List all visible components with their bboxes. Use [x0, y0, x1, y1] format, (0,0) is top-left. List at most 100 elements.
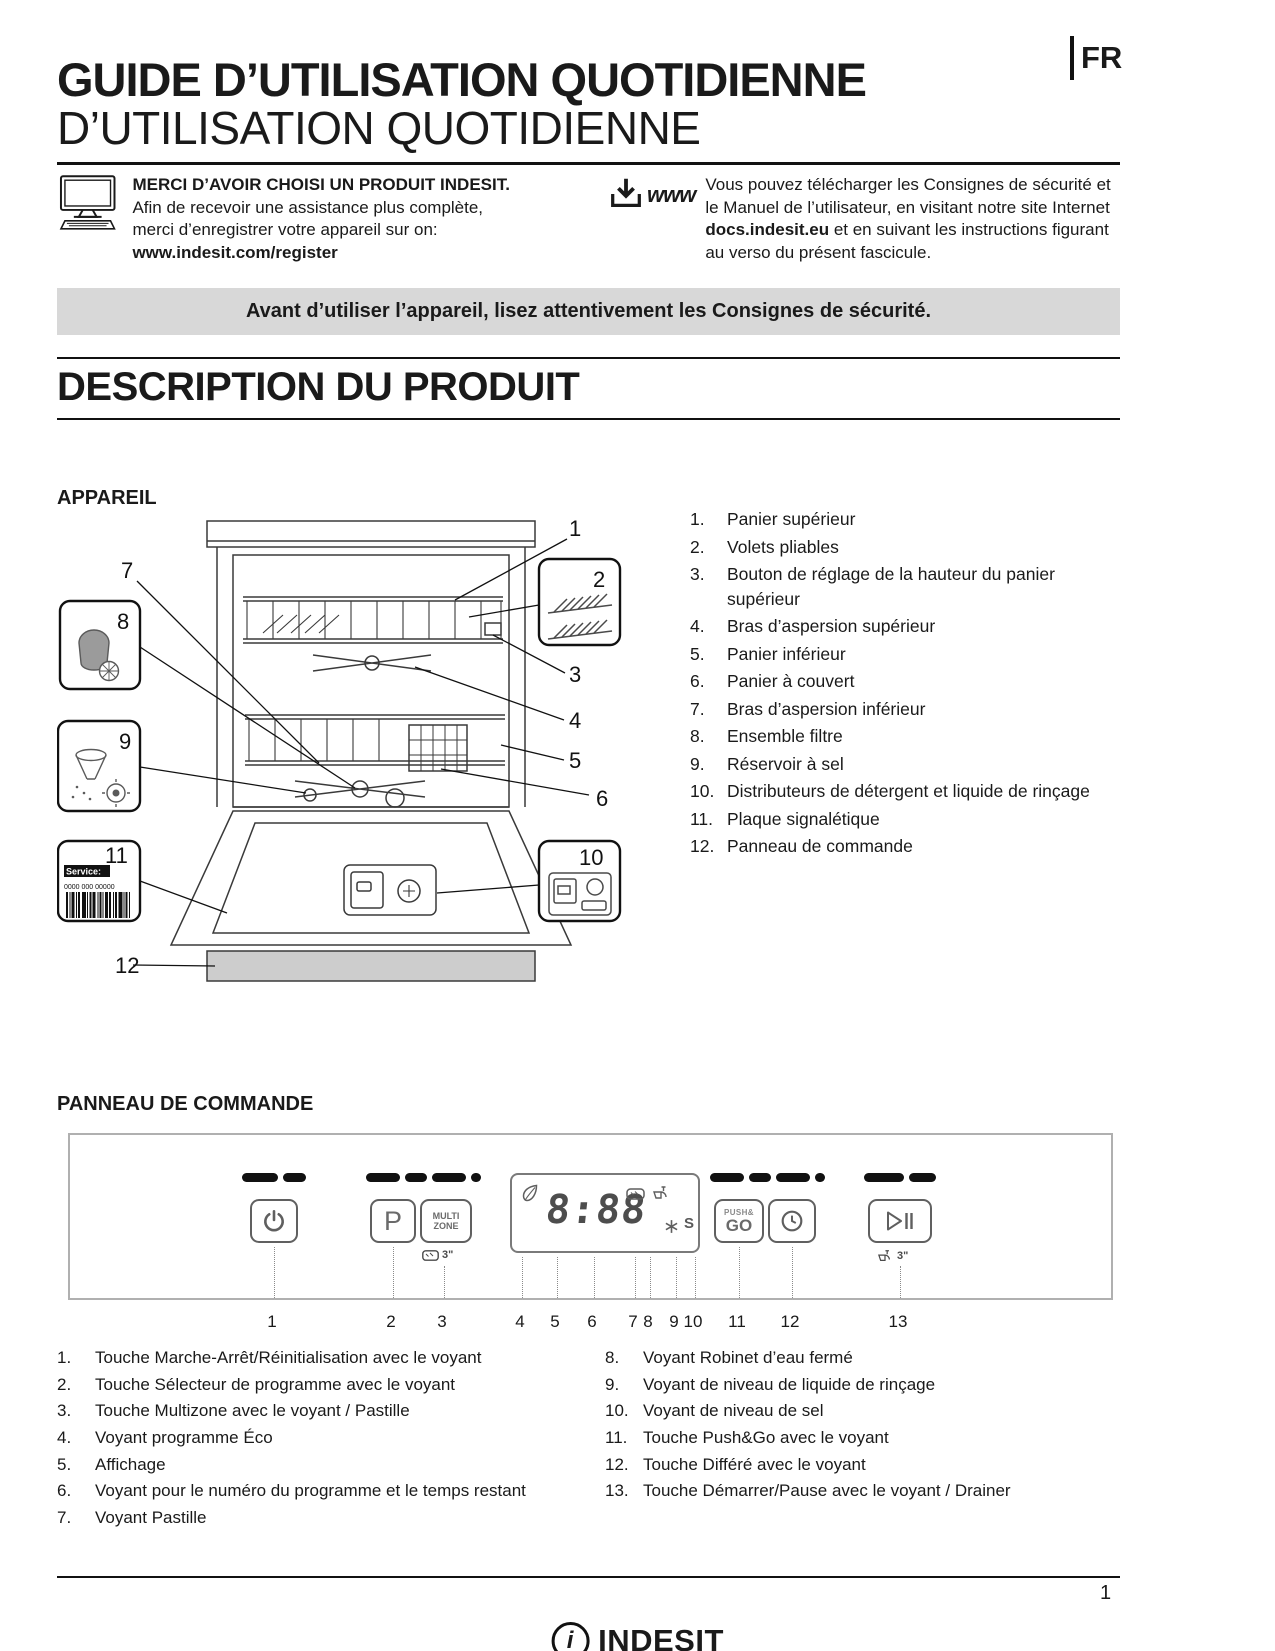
www-label: www [647, 182, 696, 207]
flaps-box [537, 557, 622, 647]
appliance-diagram: Service: 0000 000 00000 1 2 3 4 5 6 7 8 [57, 516, 622, 982]
leader-line [274, 1247, 275, 1298]
power-button [250, 1199, 298, 1243]
list-item: 4.Bras d’aspersion supérieur [690, 616, 936, 636]
salt-box [57, 719, 142, 813]
brand-name: INDESIT [598, 1623, 724, 1651]
open-door [169, 810, 573, 946]
pushgo-label-go: GO [725, 1216, 753, 1235]
download-text-pre: Vous pouvez télécharger les Consignes de… [705, 175, 1111, 217]
panel-callout-numbers: 1 2 3 4 5 6 7 8 9 10 11 12 13 [267, 1312, 908, 1331]
legend-left-column: 1.Touche Marche-Arrêt/Réinitialisation a… [57, 1346, 605, 1532]
salt-cap-location [303, 788, 317, 802]
list-item: 6.Voyant pour le numéro du programme et … [57, 1481, 526, 1501]
callout-number: 8 [117, 609, 129, 634]
door-dispenser [343, 864, 437, 916]
leader-line [393, 1247, 394, 1298]
lower-rack [245, 714, 505, 766]
language-badge: FR [1070, 36, 1122, 80]
safety-warning-banner: Avant d’utiliser l’appareil, lisez atten… [57, 288, 1120, 335]
brand-logo: i INDESIT [551, 1622, 724, 1651]
power-icon [264, 1209, 284, 1232]
list-item: 3.Bouton de réglage de la hauteur du pan… [690, 564, 1055, 609]
panel-heading: PANNEAU DE COMMANDE [57, 1093, 314, 1115]
leader-line [650, 1257, 651, 1298]
filter-location [385, 788, 405, 808]
list-item: 5.Affichage [57, 1454, 166, 1474]
worktop [206, 520, 536, 548]
foldable-flaps-icon [547, 593, 613, 640]
register-heading: MERCI D’AVOIR CHOISI UN PRODUIT INDESIT. [132, 175, 510, 194]
program-button-label: P [383, 1205, 402, 1236]
list-item: 10.Voyant de niveau de sel [605, 1401, 824, 1421]
list-item: 5.Panier inférieur [690, 643, 846, 664]
salt-level-icon: S [684, 1215, 695, 1232]
title-rule [57, 161, 1120, 165]
callout-number: 9 [119, 729, 131, 754]
download-icon-group: www [607, 174, 696, 264]
download-icon [611, 178, 641, 208]
leader-line [594, 1257, 595, 1298]
program-indicator-bar [366, 1173, 481, 1182]
list-item: 2.Volets pliables [690, 536, 839, 557]
list-item: 10.Distributeurs de détergent et liquide… [690, 781, 1090, 801]
lower-spray-arm [294, 780, 426, 798]
register-text: MERCI D’AVOIR CHOISI UN PRODUIT INDESIT.… [132, 174, 527, 264]
power-indicator-bar [242, 1173, 306, 1182]
list-item: 3.Touche Multizone avec le voyant / Past… [57, 1401, 410, 1421]
callout-number: 10 [579, 845, 603, 870]
tablet-icon [422, 1249, 439, 1261]
download-text: Vous pouvez télécharger les Consignes de… [705, 174, 1119, 264]
plinth [206, 950, 536, 982]
leader-line [900, 1266, 901, 1298]
cutlery-basket [408, 724, 468, 772]
list-item: 8.Ensemble filtre [690, 726, 843, 746]
service-code: 0000 000 00000 [64, 884, 115, 891]
callout-number: 12 [115, 953, 139, 978]
rack-height-adjuster [484, 622, 502, 636]
intro-row: MERCI D’AVOIR CHOISI UN PRODUIT INDESIT.… [57, 174, 1120, 264]
dishwasher-drawing [169, 520, 573, 982]
pushgo-label-top: PUSH& [723, 1208, 754, 1217]
footer-rule [57, 1576, 1120, 1578]
title-block: GUIDE D’UTILISATION QUOTIDIENNE D’UTILIS… [57, 56, 1120, 165]
list-item: 12.Touche Différé avec le voyant [605, 1454, 866, 1474]
list-item: 13.Touche Démarrer/Pause avec le voyant … [605, 1481, 1011, 1501]
callout-numbers: 1 2 3 4 5 6 7 8 9 10 11 12 [105, 516, 608, 978]
upper-rack [243, 596, 503, 644]
download-block: www Vous pouvez télécharger les Consigne… [607, 174, 1119, 264]
list-item: 8.Voyant Robinet d’eau fermé [605, 1348, 853, 1367]
list-item: 11.Touche Push&Go avec le voyant [605, 1427, 889, 1447]
appliance-parts-list: 1.Panier supérieur 2.Volets pliables 3.B… [690, 507, 1122, 862]
start-indicator-bar [864, 1173, 936, 1182]
list-item: 1.Panier supérieur [690, 509, 856, 529]
section-header: DESCRIPTION DU PRODUIT [57, 357, 1120, 420]
list-item: 2.Touche Sélecteur de programme avec le … [57, 1374, 456, 1394]
language-code: FR [1081, 40, 1123, 75]
list-item: 6.Panier à couvert [690, 671, 855, 691]
callout-number: 11 [105, 843, 128, 868]
register-body: Afin de recevoir une assistance plus com… [132, 197, 484, 240]
drain-tap-icon [878, 1250, 890, 1261]
rating-plate-icon: Service: 0000 000 00000 [64, 865, 131, 918]
leader-line [522, 1257, 523, 1298]
callout-number: 6 [596, 786, 608, 811]
start-pause-button [868, 1199, 932, 1243]
leader-line [739, 1247, 740, 1298]
callout-lines [132, 538, 590, 967]
download-link[interactable]: docs.indesit.eu [705, 220, 830, 240]
register-block: MERCI D’AVOIR CHOISI UN PRODUIT INDESIT.… [57, 174, 527, 264]
register-link[interactable]: www.indesit.com/register [132, 242, 338, 262]
water-tap-icon [653, 1186, 667, 1199]
callout-number: 4 [569, 708, 581, 733]
start-pause-icon [887, 1211, 913, 1231]
brand-mark-icon: i [551, 1622, 590, 1651]
panel-legend: 1.Touche Marche-Arrêt/Réinitialisation a… [57, 1346, 1120, 1532]
list-item: 4.Voyant programme Éco [57, 1427, 273, 1447]
dispenser-icon [548, 872, 612, 916]
leader-line [676, 1257, 677, 1298]
callout-number: 2 [593, 567, 605, 592]
